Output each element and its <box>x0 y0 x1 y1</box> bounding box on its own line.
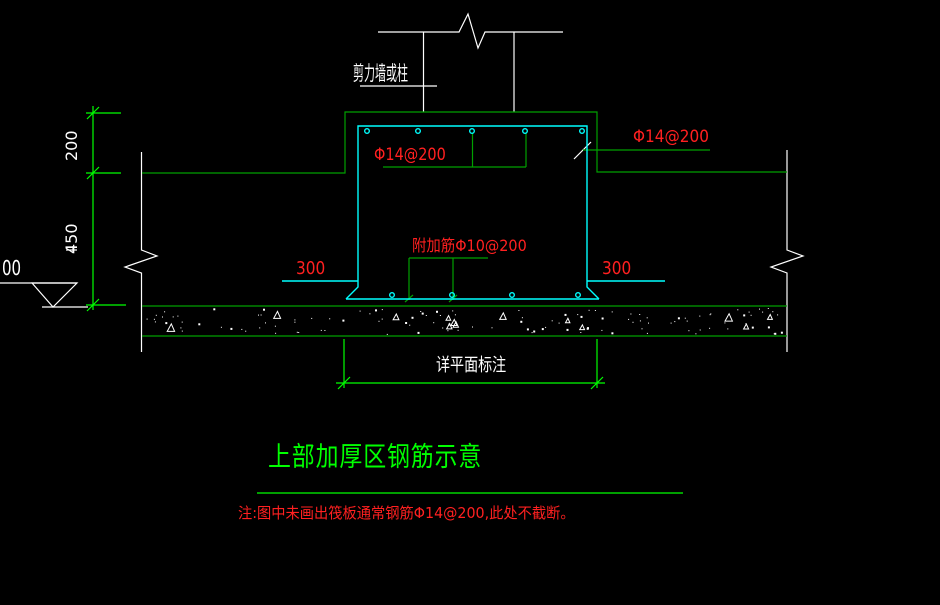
drawing-note: 注:图中未画出筏板通常钢筋Φ14@200,此处不截断。 <box>238 504 575 522</box>
left-break-line <box>123 152 159 352</box>
top-rebar-label-right: Φ14@200 <box>633 127 710 147</box>
bottom-rebar-dots <box>389 292 582 299</box>
dim-450-label: 450 <box>62 223 81 254</box>
dim-200-label: 200 <box>62 130 81 161</box>
thickened-zone-outline <box>142 111 787 174</box>
wall-break-line <box>378 12 563 50</box>
dim-tick <box>590 376 604 390</box>
dim-tick <box>337 376 351 390</box>
top-rebar-dots <box>364 127 586 134</box>
plan-dim-label: 详平面标注 <box>436 355 507 376</box>
right-break-line <box>769 150 805 352</box>
drawing-title: 上部加厚区钢筋示意 <box>268 442 483 473</box>
slab-aggregate-hatch <box>146 308 783 335</box>
additional-rebar-label: 附加筋Φ10@200 <box>412 236 527 255</box>
top-rebar-label-left: Φ14@200 <box>374 145 446 165</box>
edge-extension-dim-right: 300 <box>602 258 632 279</box>
edge-extension-dim-left: 300 <box>296 258 326 279</box>
elevation-value-partial: 00 <box>2 256 22 280</box>
leader-slash-mark <box>573 141 592 160</box>
elevation-triangle <box>30 282 79 308</box>
rebar-cage-outline <box>345 125 600 300</box>
wall-column-label: 剪力墙或柱 <box>353 61 408 85</box>
